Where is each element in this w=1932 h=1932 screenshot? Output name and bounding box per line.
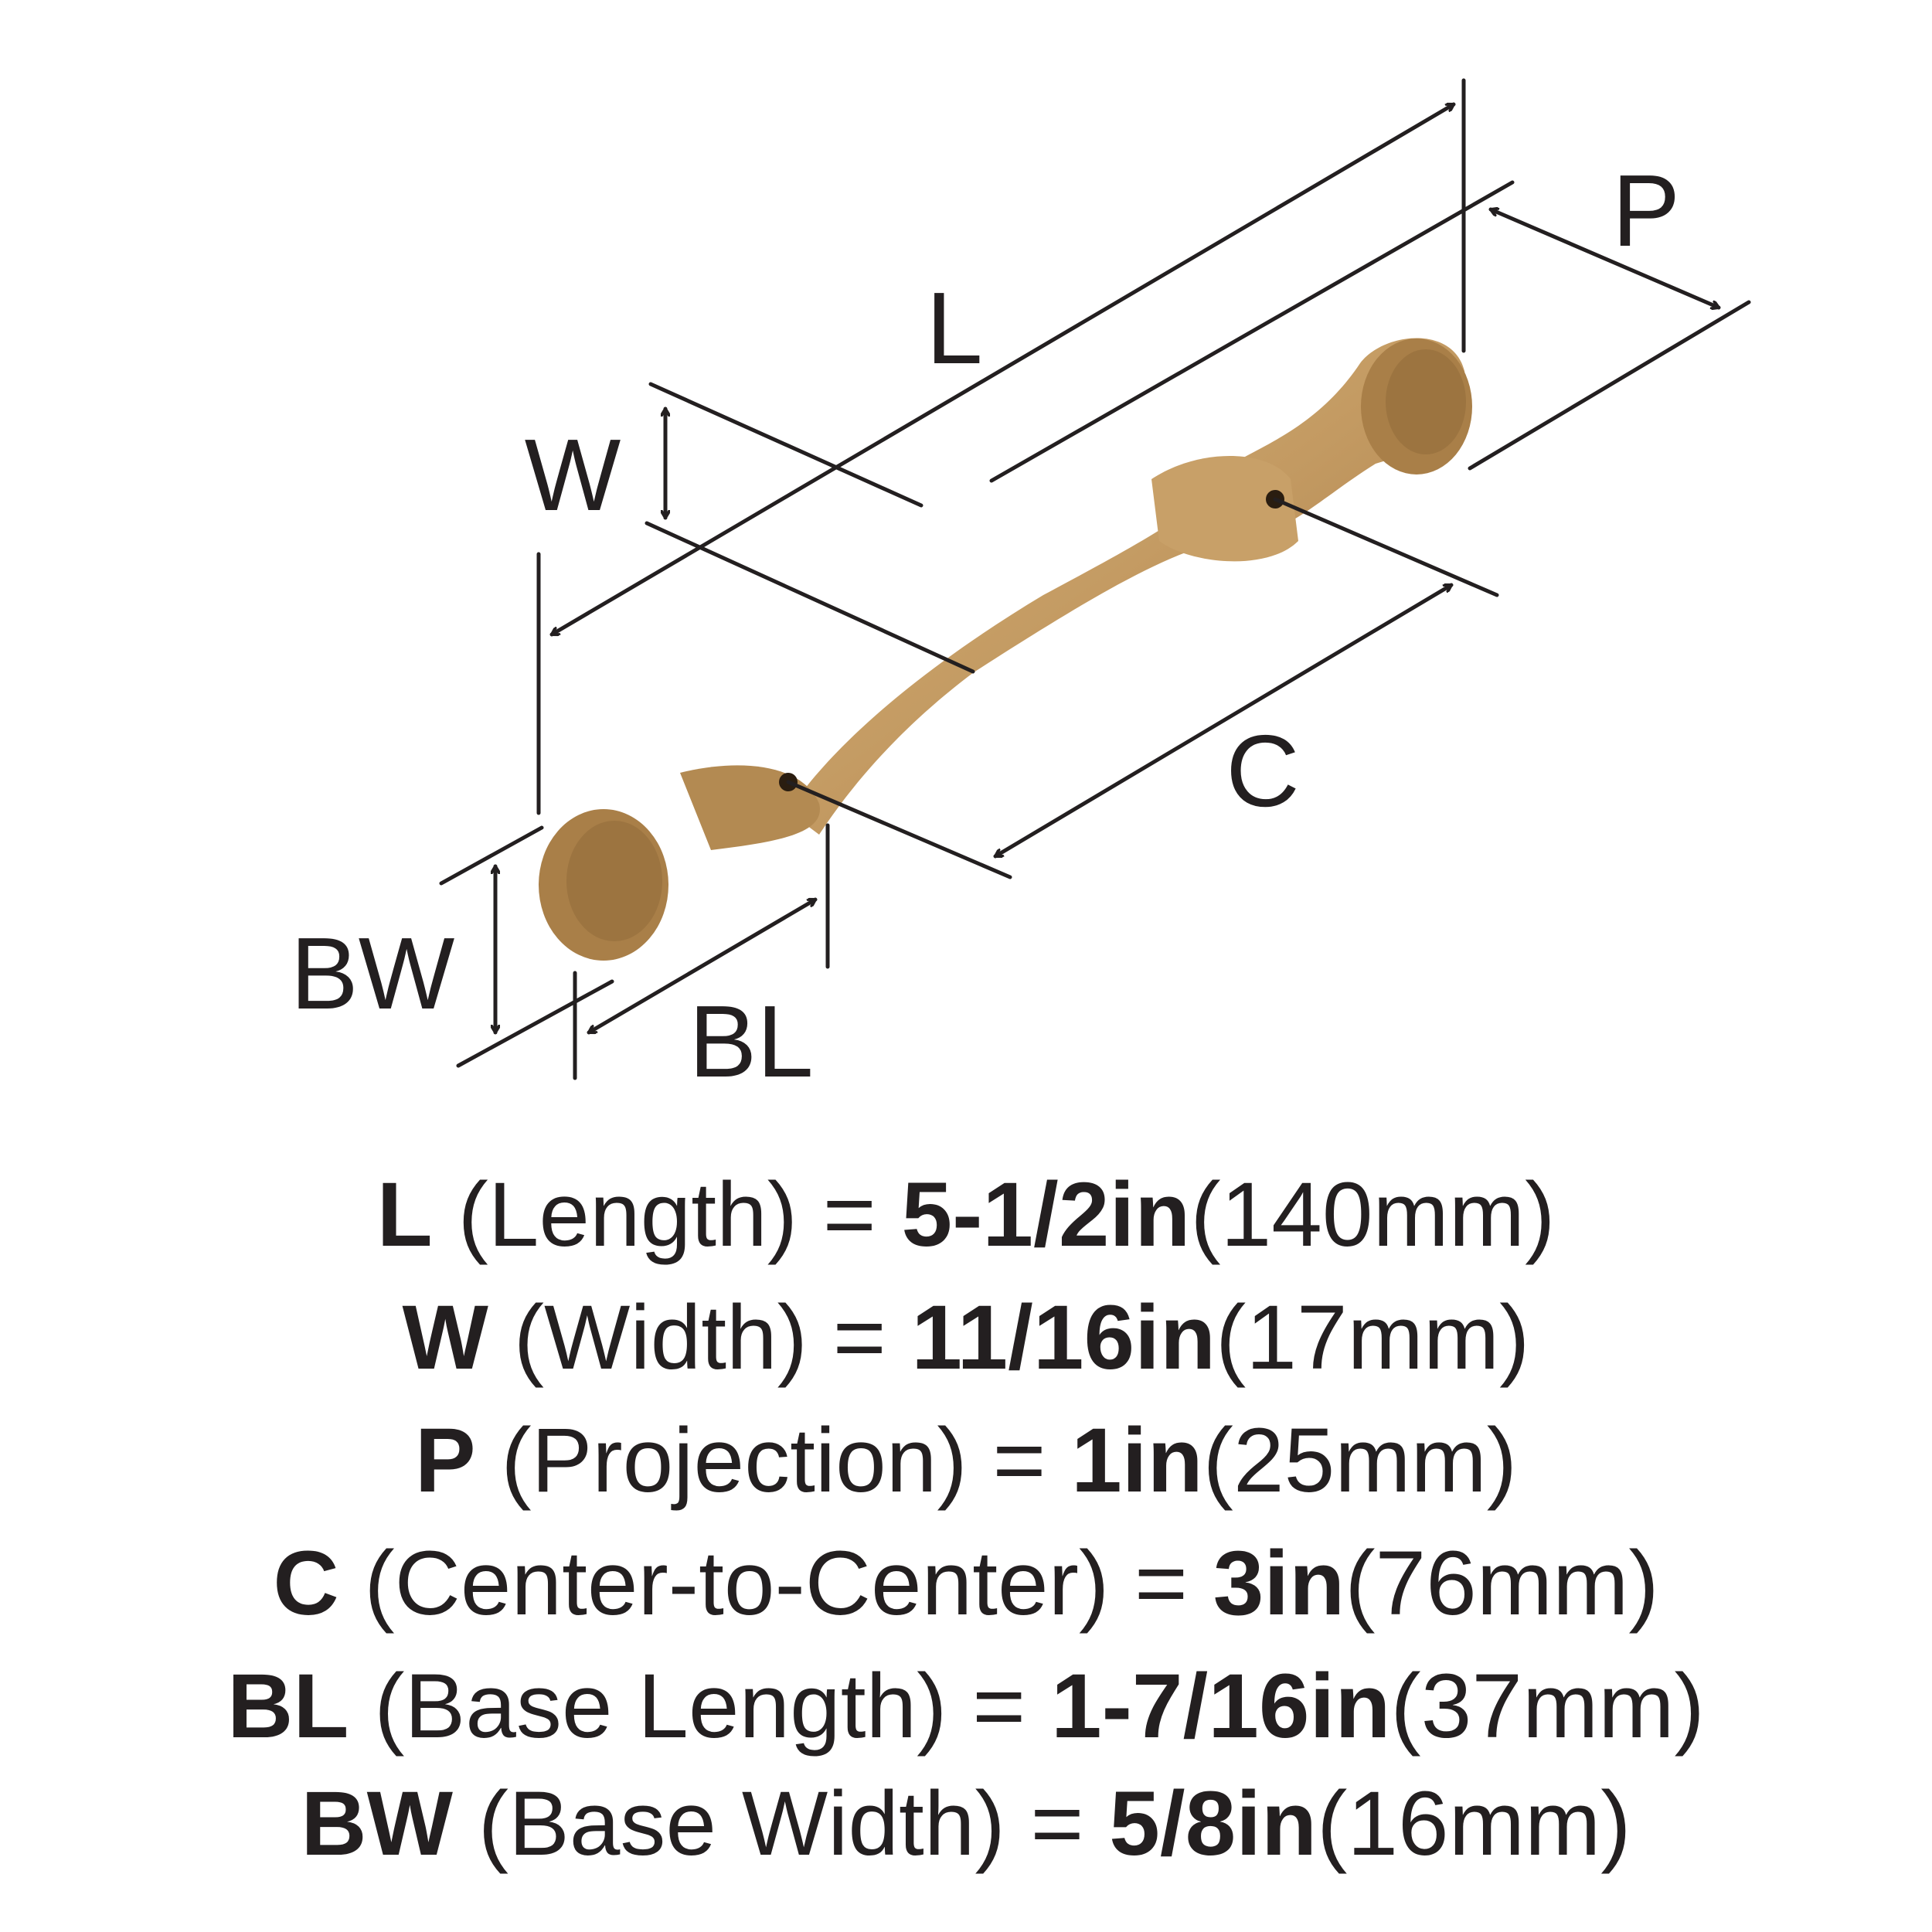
dimension-lines <box>439 78 1751 1080</box>
base-width-ext-top <box>439 825 544 886</box>
spec-list: L (Length) = 5-1/2in(140mm) W (Width) = … <box>227 1164 1705 1875</box>
cabinet-pull-handle <box>539 338 1472 961</box>
center-ext-right <box>1273 497 1499 597</box>
center-arrow <box>995 583 1451 859</box>
label-base-length: BL <box>689 985 813 1098</box>
label-center: C <box>1226 714 1299 828</box>
left-foot-face <box>566 821 662 941</box>
width-ext-bottom <box>645 521 975 674</box>
label-projection: P <box>1612 154 1680 267</box>
left-post <box>680 765 820 850</box>
spec-base-width: BW (Base Width) = 5/8in(16mm) <box>301 1773 1631 1875</box>
projection-ext-top <box>989 180 1515 483</box>
width-ext-top <box>648 382 923 508</box>
spec-base-length: BL (Base Length) = 1-7/16in(37mm) <box>227 1655 1705 1757</box>
right-foot-face <box>1386 349 1466 454</box>
center-ext-left <box>786 780 1012 879</box>
label-base-width: BW <box>291 917 455 1030</box>
label-length: L <box>926 271 982 385</box>
spec-width: W (Width) = 11/16in(17mm) <box>403 1287 1530 1389</box>
spec-center-to-center: C (Center-to-Center) = 3in(76mm) <box>273 1532 1658 1634</box>
length-arrow <box>552 102 1454 637</box>
projection-arrow <box>1491 209 1719 308</box>
projection-ext-bottom <box>1468 300 1751 471</box>
base-width-ext-bottom <box>456 979 614 1068</box>
spec-projection: P (Projection) = 1in(25mm) <box>415 1410 1517 1512</box>
label-width: W <box>525 418 621 532</box>
base-length-arrow <box>589 897 815 1035</box>
spec-length: L (Length) = 5-1/2in(140mm) <box>377 1164 1556 1266</box>
right-post <box>1151 456 1298 562</box>
